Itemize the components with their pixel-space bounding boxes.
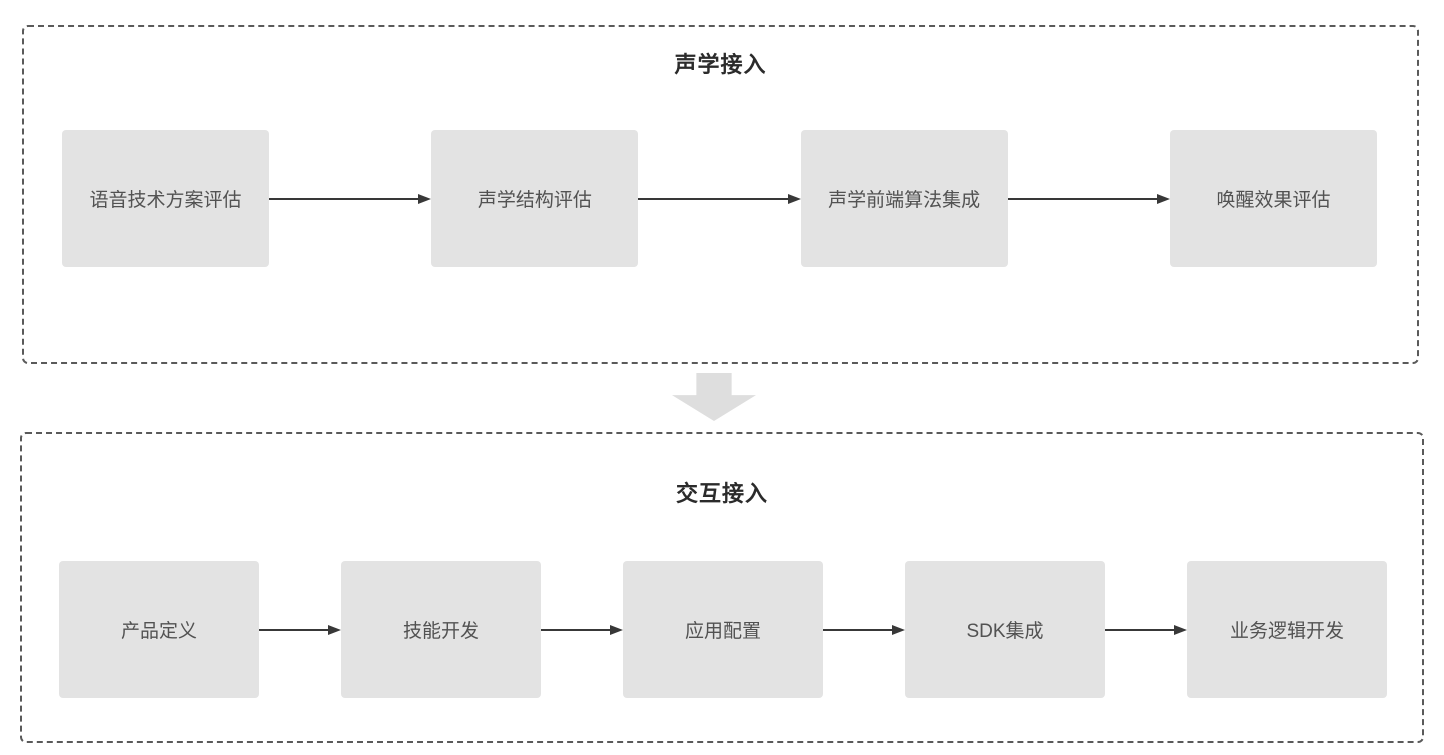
- right-arrow-icon: [823, 561, 905, 698]
- arrow-line: [259, 628, 329, 631]
- step-box: 技能开发: [341, 561, 541, 698]
- arrow-head-icon: [787, 193, 801, 204]
- step-box: 声学前端算法集成: [800, 130, 1008, 267]
- arrow-line: [1105, 628, 1175, 631]
- steps-row-interaction: 产品定义技能开发应用配置 SDK集成业务逻辑开发: [22, 561, 1422, 698]
- arrow-head-icon: [1156, 193, 1170, 204]
- arrow-line: [541, 628, 611, 631]
- arrow-line: [1007, 197, 1158, 200]
- section-interaction-access: 交互接入 产品定义技能开发应用配置 SDK集成业务逻辑开发: [20, 432, 1424, 743]
- step-box: 语音技术方案评估: [62, 130, 269, 267]
- arrow-head-icon: [892, 624, 905, 635]
- right-arrow-icon: [1105, 561, 1187, 698]
- arrow-line: [638, 197, 789, 200]
- section-title-interaction: 交互接入: [675, 481, 768, 506]
- arrow-line: [269, 197, 420, 200]
- step-box: SDK集成: [905, 561, 1105, 698]
- arrow-line: [823, 628, 893, 631]
- step-box: 业务逻辑开发: [1187, 561, 1387, 698]
- section-acoustic-access: 声学接入 语音技术方案评估 声学结构评估 声学前端算法集成 唤醒效果评估: [22, 25, 1419, 364]
- step-box: 唤醒效果评估: [1169, 130, 1377, 267]
- right-arrow-icon: [638, 130, 801, 267]
- steps-row-acoustic: 语音技术方案评估 声学结构评估 声学前端算法集成 唤醒效果评估: [24, 130, 1417, 267]
- down-block-arrow-icon: [672, 373, 756, 421]
- step-box: 应用配置: [623, 561, 823, 698]
- arrow-head-icon: [1174, 624, 1187, 635]
- right-arrow-icon: [269, 130, 432, 267]
- right-arrow-icon: [1007, 130, 1170, 267]
- section-title-acoustic: 声学接入: [674, 52, 767, 77]
- right-arrow-icon: [259, 561, 341, 698]
- arrow-head-icon: [418, 193, 432, 204]
- step-box: 声学结构评估: [431, 130, 639, 267]
- step-box: 产品定义: [59, 561, 259, 698]
- arrow-head-icon: [328, 624, 341, 635]
- right-arrow-icon: [541, 561, 623, 698]
- arrow-head-icon: [610, 624, 623, 635]
